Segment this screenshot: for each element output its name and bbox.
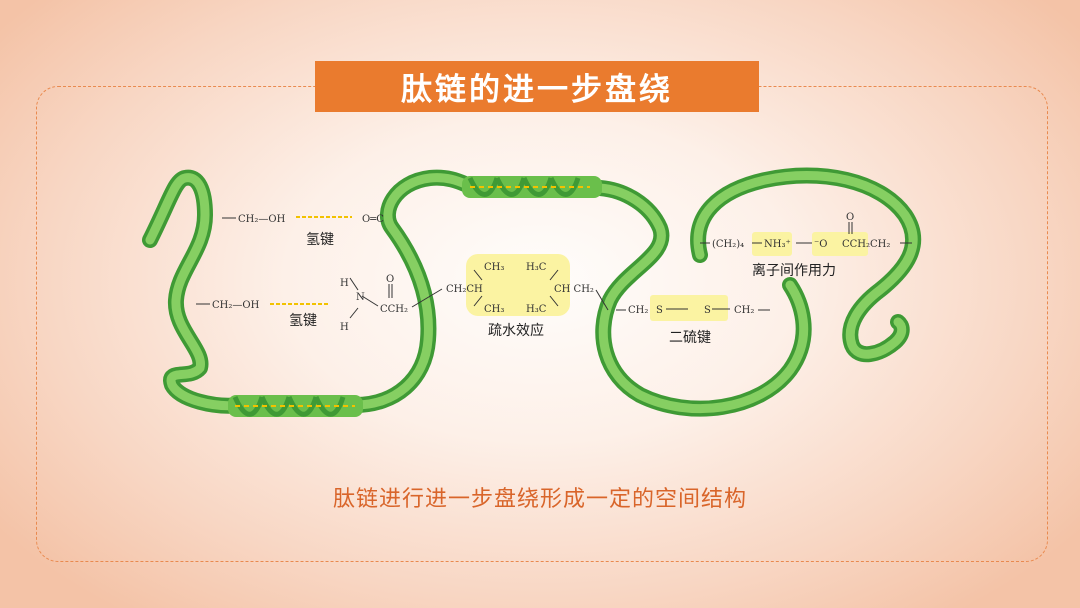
alpha-helix-top bbox=[462, 176, 602, 198]
ch2-4-group: (CH₂)₄ bbox=[712, 239, 744, 250]
cch2-group: CCH₂ bbox=[380, 304, 408, 315]
cch2ch2-group: CCH₂CH₂ bbox=[842, 239, 890, 250]
o-minus: ⁻O bbox=[814, 239, 827, 250]
highlight-pads bbox=[466, 232, 868, 321]
hbond-label-2: 氢键 bbox=[289, 313, 317, 329]
nh3-group: NH₃⁺ bbox=[764, 239, 791, 250]
hydrophobic-label: 疏水效应 bbox=[488, 322, 544, 339]
hydrophobic-highlight bbox=[466, 254, 570, 316]
nh3-highlight bbox=[752, 232, 792, 256]
ionic-label: 离子间作用力 bbox=[752, 262, 836, 279]
bond-lines bbox=[196, 217, 912, 319]
o-top: O bbox=[846, 212, 854, 223]
caption: 肽链进行进一步盘绕形成一定的空间结构 bbox=[332, 487, 747, 512]
hbond-label-1: 氢键 bbox=[306, 232, 334, 248]
h-bottom: H bbox=[340, 322, 349, 333]
h3c-a: H₃C bbox=[526, 262, 547, 273]
o-minus-highlight bbox=[812, 232, 868, 256]
chch2-group: CH CH₂ bbox=[554, 284, 594, 295]
disulfide-label: 二硫键 bbox=[669, 330, 711, 346]
ch2oh-bottom: CH₂—OH bbox=[212, 300, 260, 311]
peptide-ribbon bbox=[142, 167, 922, 417]
ch3-b: CH₃ bbox=[484, 304, 504, 315]
co-top: O═C bbox=[362, 214, 384, 225]
n-atom: N bbox=[356, 292, 365, 303]
chemical-labels: CH₂—OH CH₂—OH O═C H N H O CCH₂ CH₂CH CH₃… bbox=[212, 212, 890, 333]
sulfur-2: S bbox=[704, 305, 711, 316]
ch2-s-left: CH₂ bbox=[628, 305, 648, 316]
h-top: H bbox=[340, 278, 349, 289]
interaction-labels: 氢键 氢键 疏水效应 二硫键 离子间作用力 bbox=[289, 232, 836, 346]
alpha-helix-bottom bbox=[228, 395, 363, 417]
ch3-a: CH₃ bbox=[484, 262, 504, 273]
disulfide-highlight bbox=[650, 295, 728, 321]
page-title: 肽链的进一步盘绕 bbox=[315, 61, 759, 112]
ch2ch-group: CH₂CH bbox=[446, 284, 483, 295]
hydrogen-bond-dashes bbox=[270, 216, 352, 305]
ch2-s-right: CH₂ bbox=[734, 305, 754, 316]
o-atom: O bbox=[386, 274, 394, 285]
sulfur-1: S bbox=[656, 305, 663, 316]
h3c-b: H₃C bbox=[526, 304, 547, 315]
ch2oh-top: CH₂—OH bbox=[238, 214, 286, 225]
